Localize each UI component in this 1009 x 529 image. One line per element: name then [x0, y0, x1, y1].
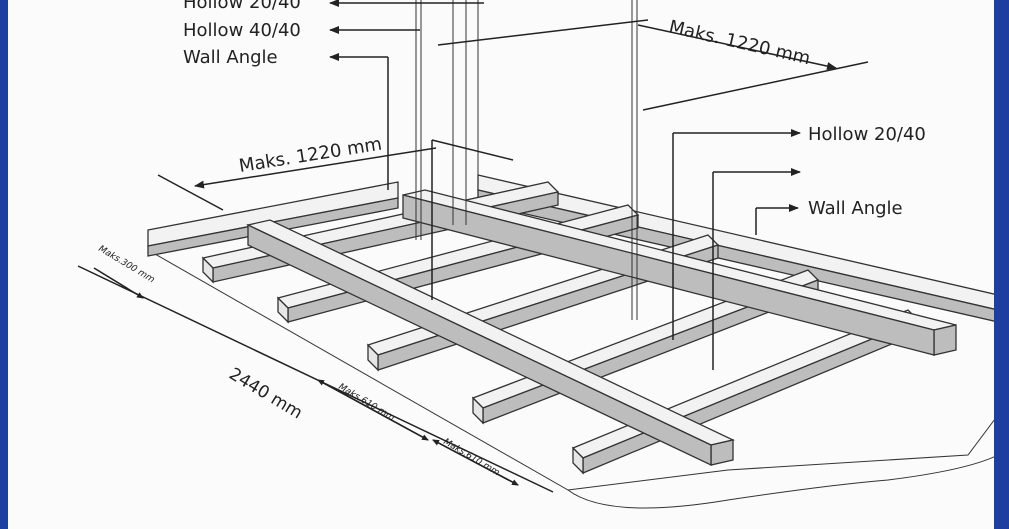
label-hollow-2040-top: Hollow 20/40 [183, 0, 301, 13]
suspension-rods [415, 0, 638, 320]
dim-maks-1220-top: Maks. 1220 mm [667, 16, 812, 69]
diagram-panel: Hollow 20/40 Hollow 40/40 Wall Angle Hol… [8, 0, 994, 529]
ceiling-frame-diagram: Hollow 20/40 Hollow 40/40 Wall Angle Hol… [77, 0, 994, 509]
leader-lines-left [329, 0, 649, 300]
label-wall-angle-right: Wall Angle [808, 198, 903, 219]
label-hollow-2040-right: Hollow 20/40 [808, 124, 926, 145]
dim-maks-610-b: Maks.610 mm [441, 437, 501, 478]
dimension-lines [77, 24, 869, 493]
dim-maks-610-a: Maks.610 mm [336, 382, 396, 423]
main-hollow-group [246, 189, 957, 467]
ceiling-board [147, 249, 994, 509]
dim-2440: 2440 mm [225, 364, 305, 423]
dim-maks-1220-left: Maks. 1220 mm [237, 134, 383, 177]
leader-lines-right [672, 129, 801, 370]
main-hollow-left [246, 219, 735, 467]
label-hollow-4040: Hollow 40/40 [183, 20, 301, 41]
label-wall-angle-left: Wall Angle [183, 47, 278, 68]
main-hollow-right [402, 189, 957, 356]
